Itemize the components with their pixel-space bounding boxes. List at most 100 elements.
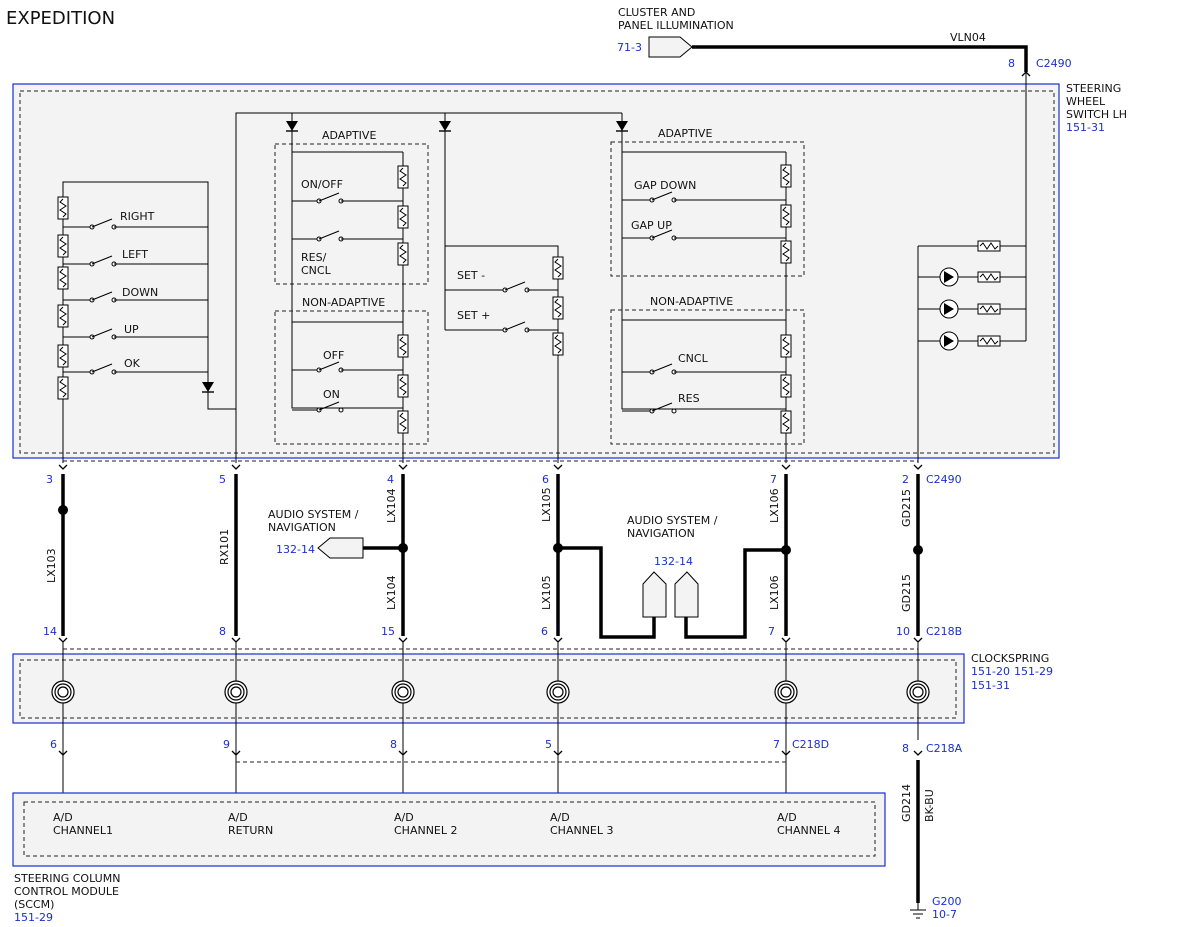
clockspring-ref-3: 151-31	[971, 679, 1010, 692]
switch-ref: 151-31	[1066, 121, 1105, 134]
ground-wire: GD214	[900, 784, 913, 822]
wire-lx106-upper: LX106	[768, 488, 781, 523]
steering-wheel-switch	[12, 83, 1060, 459]
button-left: LEFT	[122, 248, 148, 261]
illum-wire-label: VLN04	[950, 31, 986, 44]
sccm-ch3-a: A/D	[394, 811, 414, 824]
adaptive-right-label: ADAPTIVE	[658, 127, 712, 140]
top-pin-4: 6	[542, 473, 549, 486]
clockspring-name: CLOCKSPRING	[971, 652, 1049, 665]
off-label: OFF	[323, 349, 344, 362]
low-pin-4: 5	[545, 738, 552, 751]
illum-connector-icon	[648, 36, 693, 58]
sccm-ch4-b: CHANNEL 3	[550, 824, 614, 837]
sccm-name-3: (SCCM)	[14, 898, 54, 911]
mid-pin-row	[58, 637, 923, 643]
audio-mid-label-1: AUDIO SYSTEM /	[627, 514, 718, 527]
diagram-title: EXPEDITION	[6, 8, 115, 29]
sccm-name-2: CONTROL MODULE	[14, 885, 119, 898]
nonadaptive-right-label: NON-ADAPTIVE	[650, 295, 733, 308]
illum-pin: 8	[1008, 57, 1015, 70]
sccm-ch3-b: CHANNEL 2	[394, 824, 458, 837]
low-pin-5: 7	[773, 738, 780, 751]
illum-conn: C2490	[1036, 57, 1072, 70]
top-pin-5: 7	[770, 473, 777, 486]
switch-name-2: WHEEL	[1066, 95, 1106, 108]
mid-pin-1: 14	[43, 625, 57, 638]
button-up: UP	[124, 323, 139, 336]
low-pin-2: 9	[223, 738, 230, 751]
on-label: ON	[323, 388, 340, 401]
sccm-ch5-a: A/D	[777, 811, 797, 824]
illum-label-1: CLUSTER AND	[618, 6, 695, 19]
clockspring-ref-2: 151-29	[1014, 665, 1053, 678]
audio-mid-ref: 132-14	[654, 555, 693, 568]
sccm-ref: 151-29	[14, 911, 53, 924]
mid-pin-3: 15	[381, 625, 395, 638]
sccm-ch2-b: RETURN	[228, 824, 273, 837]
sccm-ch1-b: CHANNEL1	[53, 824, 113, 837]
wire-lx104-lower: LX104	[385, 575, 398, 610]
res-label-1: RES/	[301, 251, 327, 264]
wire-lx105-upper: LX105	[540, 487, 553, 522]
sccm-ch4-a: A/D	[550, 811, 570, 824]
gap-down-label: GAP DOWN	[634, 179, 696, 192]
sccm-ch1-a: A/D	[53, 811, 73, 824]
low-pin-row	[58, 750, 923, 756]
ground-pin: 8	[902, 742, 909, 755]
clockspring	[12, 653, 965, 724]
mid-pin-4: 6	[541, 625, 548, 638]
sccm-ch2-a: A/D	[228, 811, 248, 824]
wire-gd215-lower: GD215	[900, 574, 913, 612]
adaptive-left-label: ADAPTIVE	[322, 129, 376, 142]
switch-name-1: STEERING	[1066, 82, 1121, 95]
top-pin-6: 2	[902, 473, 909, 486]
low-pin-3: 8	[390, 738, 397, 751]
top-pin-1: 3	[46, 473, 53, 486]
illum-label-2: PANEL ILLUMINATION	[618, 19, 734, 32]
audio-mid-label-2: NAVIGATION	[627, 527, 695, 540]
wire-lx105-lower: LX105	[540, 575, 553, 610]
res-label: RES	[678, 392, 700, 405]
low-conn: C218D	[792, 738, 829, 751]
led-icons	[939, 267, 959, 351]
onoff-label: ON/OFF	[301, 178, 343, 191]
mid-pin-2: 8	[219, 625, 226, 638]
sccm-module	[12, 792, 886, 867]
button-down: DOWN	[122, 286, 158, 299]
set-minus-label: SET -	[457, 269, 485, 282]
nonadaptive-left-label: NON-ADAPTIVE	[302, 296, 385, 309]
wire-lx104-upper: LX104	[385, 488, 398, 523]
clockspring-ref-1: 151-20	[971, 665, 1010, 678]
wire-lx103: LX103	[45, 548, 58, 583]
top-conn: C2490	[926, 473, 962, 486]
button-ok: OK	[124, 357, 141, 370]
button-right: RIGHT	[120, 210, 155, 223]
ground-ref: 10-7	[932, 908, 957, 921]
ground-conn: C218A	[926, 742, 963, 755]
audio-left-ref: 132-14	[276, 543, 315, 556]
top-pin-row	[58, 464, 923, 470]
mid-conn: C218B	[926, 625, 962, 638]
audio-mid-connector-b-icon	[674, 571, 699, 618]
wire-rx101: RX101	[218, 529, 231, 565]
low-pin-1: 6	[50, 738, 57, 751]
wire-lx106-lower: LX106	[768, 575, 781, 610]
top-pin-2: 5	[219, 473, 226, 486]
top-pin-3: 4	[387, 473, 394, 486]
sccm-ch5-b: CHANNEL 4	[777, 824, 841, 837]
gap-up-label: GAP UP	[631, 219, 672, 232]
audio-left-label-2: NAVIGATION	[268, 521, 336, 534]
audio-mid-connector-a-icon	[642, 571, 667, 618]
mid-pin-6: 10	[896, 625, 910, 638]
cncl-label: CNCL	[678, 352, 709, 365]
sccm-name-1: STEERING COLUMN	[14, 872, 120, 885]
audio-left-connector-icon	[317, 537, 364, 559]
wire-gd215-upper: GD215	[900, 489, 913, 527]
mid-pin-5: 7	[768, 625, 775, 638]
ground-icon	[910, 903, 926, 919]
switch-name-3: SWITCH LH	[1066, 108, 1127, 121]
res-label-2: CNCL	[301, 264, 332, 277]
audio-left-label-1: AUDIO SYSTEM /	[268, 508, 359, 521]
